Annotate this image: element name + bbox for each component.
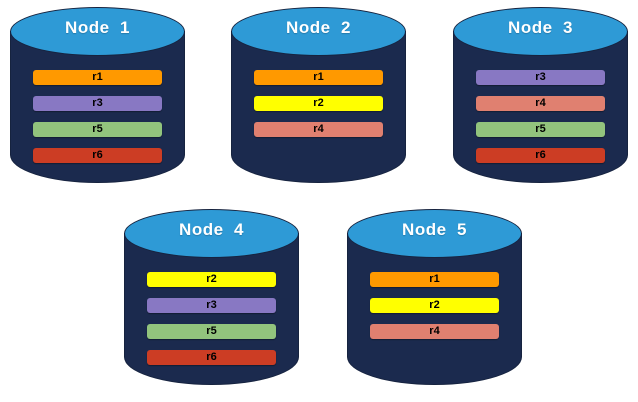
replica-bar[interactable]: r1: [254, 70, 383, 85]
replica-bar[interactable]: r6: [147, 350, 276, 365]
replica-bar[interactable]: r2: [370, 298, 499, 313]
node-cylinder-4[interactable]: Node 4 r2 r3 r5 r6: [124, 209, 299, 385]
replica-list-3: r3 r4 r5 r6: [476, 70, 605, 163]
node-title-4: Node 4: [179, 220, 244, 239]
replica-bar[interactable]: r3: [476, 70, 605, 85]
replica-bar[interactable]: r4: [254, 122, 383, 137]
node-title-1: Node 1: [65, 18, 130, 37]
replica-label: r2: [313, 97, 324, 109]
replica-bar[interactable]: r4: [476, 96, 605, 111]
replica-bar[interactable]: r6: [476, 148, 605, 163]
replica-label: r6: [92, 149, 103, 161]
node-cylinder-1[interactable]: Node 1 r1 r3 r5 r6: [10, 7, 185, 183]
node-cylinder-2[interactable]: Node 2 r1 r2 r4: [231, 7, 406, 183]
replica-bar[interactable]: r2: [254, 96, 383, 111]
node-top-ellipse-4: [124, 209, 299, 258]
replica-label: r4: [313, 123, 324, 135]
replica-bar[interactable]: r5: [147, 324, 276, 339]
replica-label: r5: [535, 123, 546, 135]
replica-label: r6: [206, 351, 217, 363]
node-top-ellipse-3: [453, 7, 628, 56]
replica-bar[interactable]: r5: [33, 122, 162, 137]
node-top-ellipse-1: [10, 7, 185, 56]
replica-label: r2: [429, 299, 440, 311]
replica-list-1: r1 r3 r5 r6: [33, 70, 162, 163]
replica-bar[interactable]: r2: [147, 272, 276, 287]
replica-label: r5: [206, 325, 217, 337]
replica-label: r4: [535, 97, 546, 109]
replica-label: r3: [535, 71, 546, 83]
node-top-ellipse-2: [231, 7, 406, 56]
node-title-2: Node 2: [286, 18, 351, 37]
replica-bar[interactable]: r6: [33, 148, 162, 163]
replica-list-4: r2 r3 r5 r6: [147, 272, 276, 365]
replica-bar[interactable]: r5: [476, 122, 605, 137]
replica-bar[interactable]: r1: [33, 70, 162, 85]
node-cylinder-5[interactable]: Node 5 r1 r2 r4: [347, 209, 522, 385]
replica-label: r5: [92, 123, 103, 135]
replica-bar[interactable]: r3: [147, 298, 276, 313]
replica-label: r4: [429, 325, 440, 337]
node-title-5: Node 5: [402, 220, 467, 239]
replica-list-5: r1 r2 r4: [370, 272, 499, 339]
replica-bar[interactable]: r3: [33, 96, 162, 111]
replica-label: r6: [535, 149, 546, 161]
replica-label: r1: [313, 71, 324, 83]
node-title-3: Node 3: [508, 18, 573, 37]
replica-bar[interactable]: r4: [370, 324, 499, 339]
replica-label: r1: [429, 273, 440, 285]
replica-bar[interactable]: r1: [370, 272, 499, 287]
node-top-ellipse-5: [347, 209, 522, 258]
node-cylinder-3[interactable]: Node 3 r3 r4 r5 r6: [453, 7, 628, 183]
replica-label: r3: [206, 299, 217, 311]
replica-label: r1: [92, 71, 103, 83]
replica-label: r3: [92, 97, 103, 109]
replica-list-2: r1 r2 r4: [254, 70, 383, 137]
replica-label: r2: [206, 273, 217, 285]
